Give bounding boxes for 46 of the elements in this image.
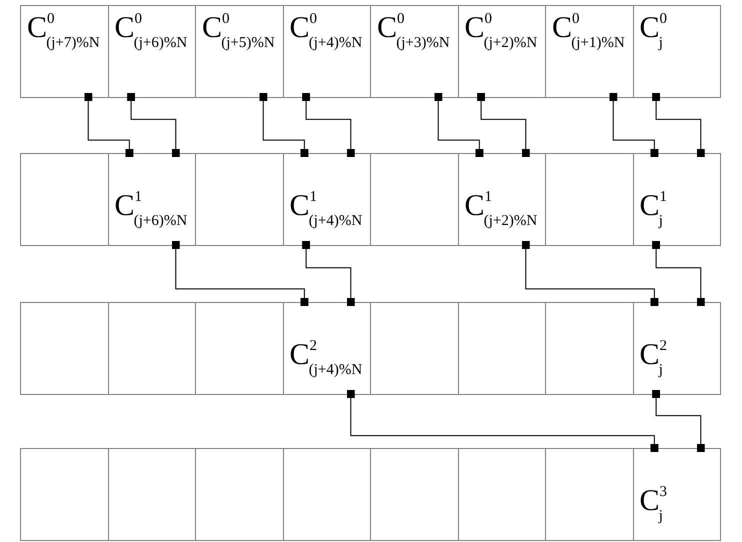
connector-line [652,241,705,306]
array-cell [108,302,196,395]
array-cell [458,5,546,98]
array-cell [632,448,721,541]
array-cell [195,302,284,395]
connector-line [84,93,134,157]
array-cell [20,5,108,98]
array-cell [195,153,284,246]
array-cell [20,153,108,246]
array-cell [370,448,458,541]
connector-line [434,93,484,157]
array-cell [370,5,458,98]
connector-line [302,241,355,306]
array-cell [370,302,458,395]
array-cell [458,153,546,246]
array-cell [282,5,371,98]
array-cell [545,5,634,98]
connector-line [172,241,308,306]
array-cell [20,448,108,541]
array-cell [545,302,634,395]
array-cell [458,302,546,395]
array-cell [195,5,284,98]
array-cell [282,153,371,246]
connector-line [477,93,530,157]
connector-line [652,390,705,452]
array-cell [632,5,721,98]
connector-line [302,93,355,157]
array-cell [108,448,196,541]
array-cell [20,302,108,395]
connector-line [346,390,658,452]
array-cell [282,302,371,395]
array-cell [632,302,721,395]
array-cell [545,153,634,246]
array-cell [458,448,546,541]
array-cell [282,448,371,541]
connector-line [609,93,658,157]
array-cell [108,153,196,246]
array-cell [370,153,458,246]
array-cell [545,448,634,541]
connector-line [522,241,658,306]
array-cell [632,153,721,246]
array-cell [108,5,196,98]
connector-line [127,93,180,157]
connector-line [652,93,705,157]
array-cell [195,448,284,541]
connector-line [259,93,308,157]
